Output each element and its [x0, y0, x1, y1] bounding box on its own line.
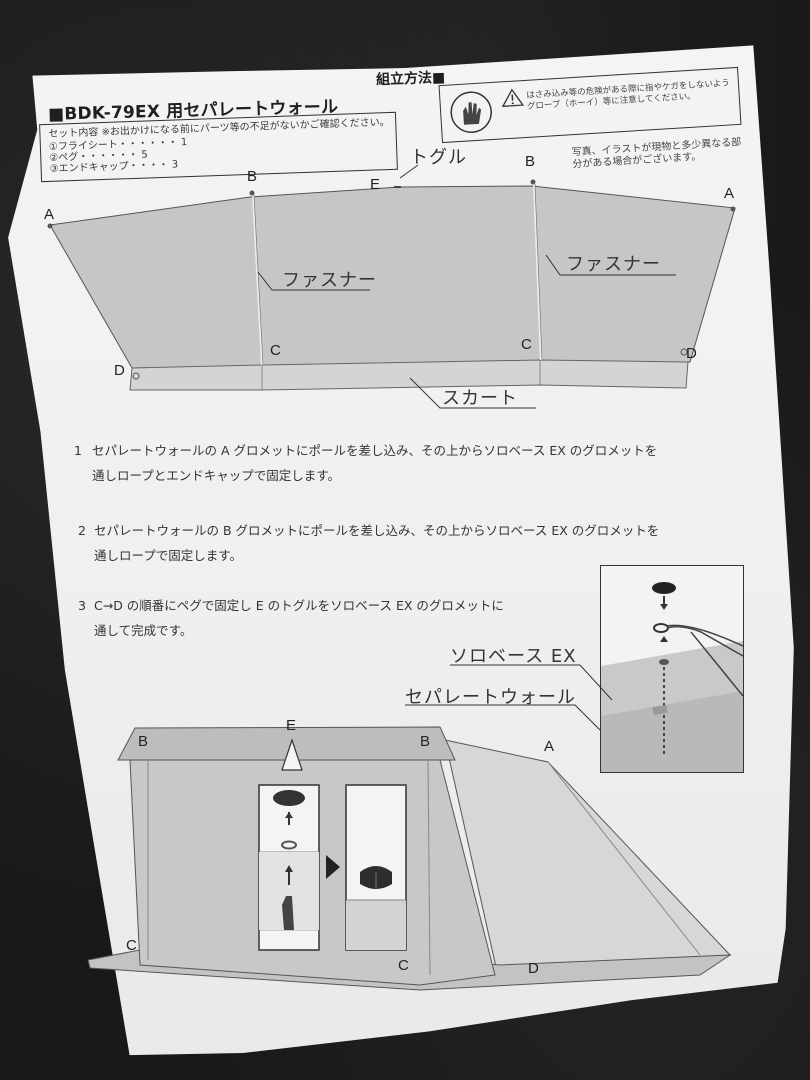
point-c-right: C	[521, 336, 532, 353]
zipper-right	[533, 183, 542, 361]
e-marker	[281, 738, 303, 771]
label-fastener-right: ファスナー	[566, 254, 661, 275]
hand-icon	[282, 896, 294, 930]
toggle-icon	[652, 582, 676, 594]
bottom-point-d: D	[528, 960, 539, 977]
top-wall-diagram	[47, 164, 736, 409]
grommet-b-right	[530, 179, 536, 185]
wall-top-flap	[117, 726, 456, 761]
step-2-line-2: 通しロープで固定します。	[94, 548, 243, 563]
step-2-number: 2	[78, 523, 86, 538]
toggle-detail-illustration	[601, 582, 743, 772]
warning-icon	[501, 88, 525, 108]
zipper-left	[252, 194, 263, 366]
label-toggle: トグル	[410, 147, 467, 168]
step-2-line-1: セパレートウォールの B グロメットにポールを差し込み、その上からソロベース E…	[94, 523, 660, 538]
bottom-point-c-right: C	[398, 957, 409, 974]
grommet-d-left	[132, 372, 140, 380]
point-e: E	[370, 176, 381, 193]
bottom-point-b-left: B	[138, 733, 149, 750]
caution-box: はさみ込み等の危険がある際に指やケガをしないようグローブ（ホーイ）等に注意してく…	[438, 66, 742, 144]
grommet-d-right	[680, 348, 688, 356]
step-1-line-2: 通しロープとエンドキャップで固定します。	[92, 468, 341, 483]
point-b-right: B	[525, 153, 536, 170]
glove-icon	[450, 91, 492, 134]
point-d-left: D	[114, 362, 125, 379]
point-b-left: B	[247, 168, 258, 185]
step-3-line-2: 通して完成です。	[94, 623, 193, 638]
skirt-strip	[129, 359, 689, 391]
label-fastener-left: ファスナー	[282, 270, 377, 291]
label-skirt: スカート	[442, 388, 518, 409]
grommet-a-right	[730, 206, 736, 212]
grommet-a-left	[47, 223, 53, 229]
bottom-point-a: A	[544, 738, 555, 755]
step-3-number: 3	[78, 598, 86, 613]
step-1-number: 1	[74, 443, 82, 458]
toggle-before-icon	[273, 790, 305, 806]
bottom-point-c-left: C	[126, 937, 137, 954]
grommet-before-icon	[281, 840, 297, 850]
grommet-b-left	[249, 190, 255, 196]
label-separate-wall: セパレートウォール	[405, 687, 576, 708]
point-c-left: C	[270, 342, 281, 359]
step-1-line-1: セパレートウォールの A グロメットにポールを差し込み、その上からソロベース E…	[92, 443, 658, 458]
label-solobase: ソロベース EX	[450, 646, 577, 667]
point-a-right: A	[724, 185, 735, 202]
point-a-left: A	[44, 206, 55, 223]
bottom-point-e: E	[286, 717, 297, 734]
arrow-right-icon	[326, 855, 340, 879]
point-d-right: D	[686, 345, 697, 362]
detail-inset-box	[600, 565, 744, 773]
bottom-point-b-right: B	[420, 733, 431, 750]
step-3-line-1: C→D の順番にペグで固定し E のトグルをソロベース EX のグロメットに	[94, 598, 504, 613]
